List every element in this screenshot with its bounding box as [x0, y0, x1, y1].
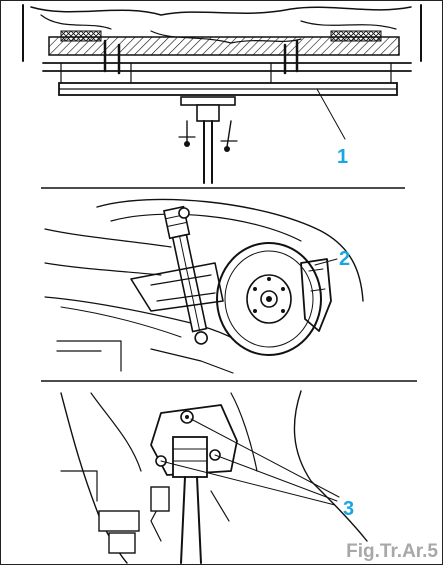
panel-3-drawing: [60, 390, 368, 564]
panel-1-drawing: [22, 4, 422, 184]
callout-1: 1: [337, 146, 348, 168]
callout-3: 3: [343, 498, 354, 520]
panel-2-drawing: [44, 198, 364, 374]
figure-label: Fig.Tr.Ar.5: [346, 541, 438, 562]
callout-2: 2: [339, 248, 350, 270]
